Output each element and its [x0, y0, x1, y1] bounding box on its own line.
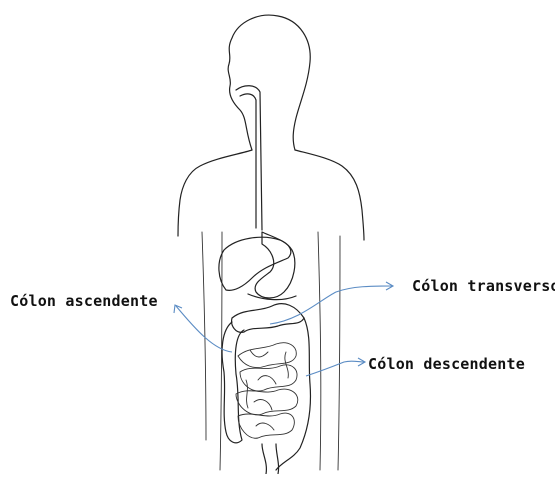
esophagus — [236, 86, 262, 230]
right-torso — [318, 232, 321, 470]
label-colon-transverso: Cólon transverso — [412, 277, 555, 295]
body-outline — [178, 15, 364, 470]
right-arm — [338, 236, 340, 470]
pancreas — [248, 294, 296, 300]
esophagus-line-left — [236, 86, 262, 230]
arrow-descendente — [306, 361, 364, 376]
stomach — [255, 232, 295, 298]
label-colon-descendente: Cólon descendente — [368, 355, 525, 373]
callout-arrows — [174, 282, 393, 376]
small-intestine — [236, 343, 298, 438]
ascending-colon — [222, 322, 244, 443]
head-outline — [228, 15, 310, 150]
right-shoulder — [295, 150, 364, 240]
liver — [219, 237, 291, 290]
left-shoulder — [178, 150, 252, 236]
label-colon-ascendente: Cólon ascendente — [10, 292, 158, 310]
descending-colon — [276, 318, 311, 470]
